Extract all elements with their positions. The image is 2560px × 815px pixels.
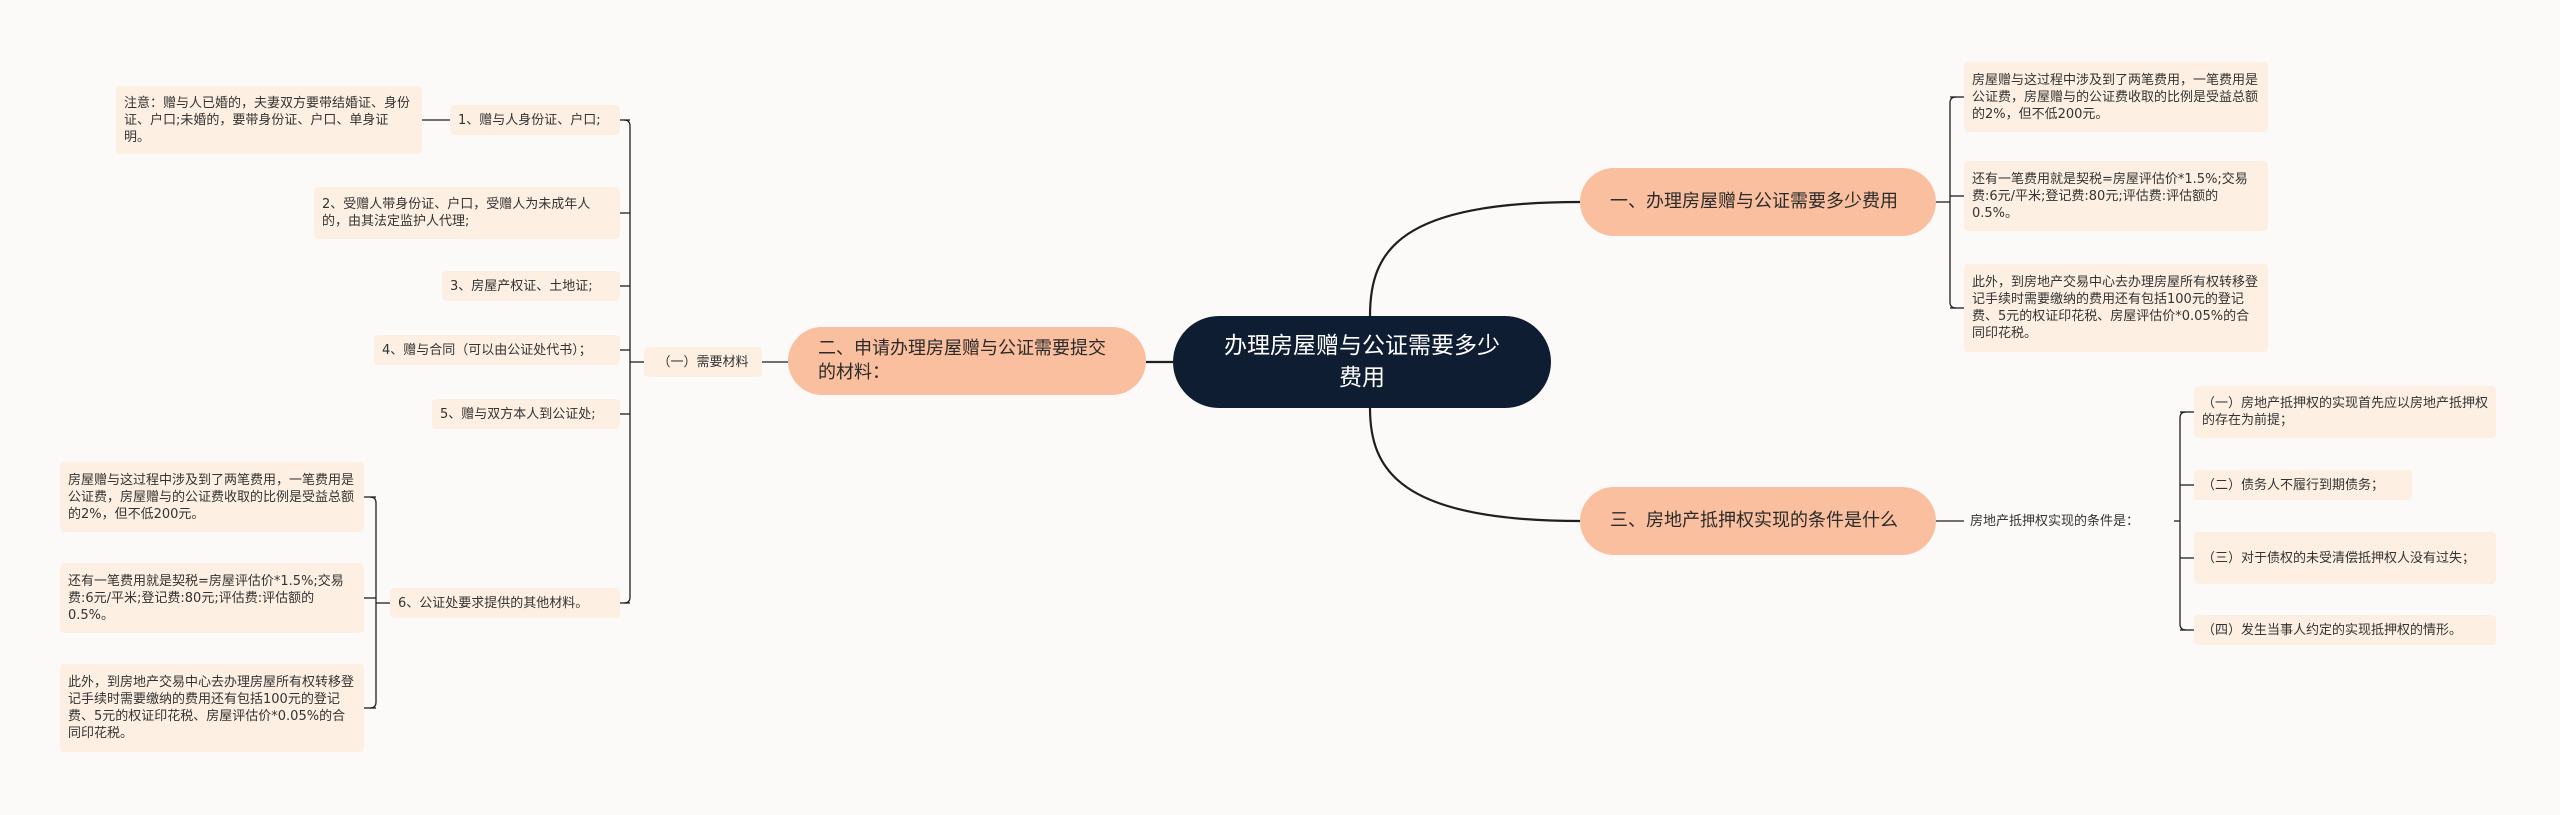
- mortgage-condition-1[interactable]: （一）房地产抵押权的实现首先应以房地产抵押权的存在为前提；: [2194, 386, 2496, 438]
- edge-left-items-spine: [623, 119, 631, 604]
- mortgage-conditions-subtopic[interactable]: 房地产抵押权实现的条件是：: [1970, 513, 2140, 529]
- edge-root-right1: [1368, 200, 1581, 317]
- topic-mortgage-conditions[interactable]: 三、房地产抵押权实现的条件是什么: [1580, 487, 1936, 555]
- mortgage-condition-2[interactable]: （二）债务人不履行到期债务；: [2194, 470, 2412, 500]
- fee-deed-tax-note[interactable]: 还有一笔费用就是契税=房屋评估价*1.5%;交易费:6元/平米;登记费:80元;…: [1964, 161, 2268, 231]
- mortgage-condition-4[interactable]: （四）发生当事人约定的实现抵押权的情形。: [2194, 615, 2496, 645]
- material-item-2[interactable]: 2、受赠人带身份证、户口，受赠人为未成年人的，由其法定监护人代理;: [314, 187, 620, 239]
- required-materials-subtopic[interactable]: （一）需要材料: [644, 347, 762, 377]
- material-item-1[interactable]: 1、赠与人身份证、户口;: [450, 105, 620, 135]
- edge-left-notes6-spine: [369, 496, 377, 709]
- edge-root-right2: [1368, 407, 1581, 523]
- material-note-transfer[interactable]: 此外，到房地产交易中心去办理房屋所有权转移登记手续时需要缴纳的费用还有包括100…: [60, 664, 364, 752]
- edge-right1-spine: [1949, 96, 1957, 309]
- root-topic-label: 办理房屋赠与公证需要多少费用: [1224, 333, 1500, 391]
- topic-mortgage-conditions-label: 三、房地产抵押权实现的条件是什么: [1610, 510, 1898, 531]
- root-topic[interactable]: 办理房屋赠与公证需要多少费用: [1173, 316, 1551, 408]
- topic-gift-notary-fees[interactable]: 一、办理房屋赠与公证需要多少费用: [1580, 168, 1936, 236]
- material-item-5[interactable]: 5、赠与双方本人到公证处;: [432, 399, 620, 429]
- fee-notary-note[interactable]: 房屋赠与这过程中涉及到了两笔费用，一笔费用是公证费，房屋赠与的公证费收取的比例是…: [1964, 62, 2268, 132]
- material-note-fees[interactable]: 房屋赠与这过程中涉及到了两笔费用，一笔费用是公证费，房屋赠与的公证费收取的比例是…: [60, 462, 364, 532]
- material-note-marriage[interactable]: 注意：赠与人已婚的，夫妻双方要带结婚证、身份证、户口;未婚的，要带身份证、户口、…: [116, 86, 422, 154]
- material-item-4[interactable]: 4、赠与合同（可以由公证处代书）；: [374, 335, 620, 365]
- material-note-deed-tax[interactable]: 还有一笔费用就是契税=房屋评估价*1.5%;交易费:6元/平米;登记费:80元;…: [60, 563, 364, 633]
- topic-required-materials-label: 二、申请办理房屋赠与公证需要提交的材料：: [818, 338, 1106, 383]
- mortgage-condition-3[interactable]: （三）对于债权的未受清偿抵押权人没有过失；: [2194, 532, 2496, 584]
- material-item-6[interactable]: 6、公证处要求提供的其他材料。: [390, 588, 620, 618]
- material-item-3[interactable]: 3、房屋产权证、土地证;: [442, 271, 620, 301]
- topic-required-materials[interactable]: 二、申请办理房屋赠与公证需要提交的材料：: [788, 327, 1146, 395]
- topic-gift-notary-fees-label: 一、办理房屋赠与公证需要多少费用: [1610, 191, 1898, 212]
- edge-right2-spine: [2179, 411, 2187, 631]
- fee-transfer-note[interactable]: 此外，到房地产交易中心去办理房屋所有权转移登记手续时需要缴纳的费用还有包括100…: [1964, 264, 2268, 352]
